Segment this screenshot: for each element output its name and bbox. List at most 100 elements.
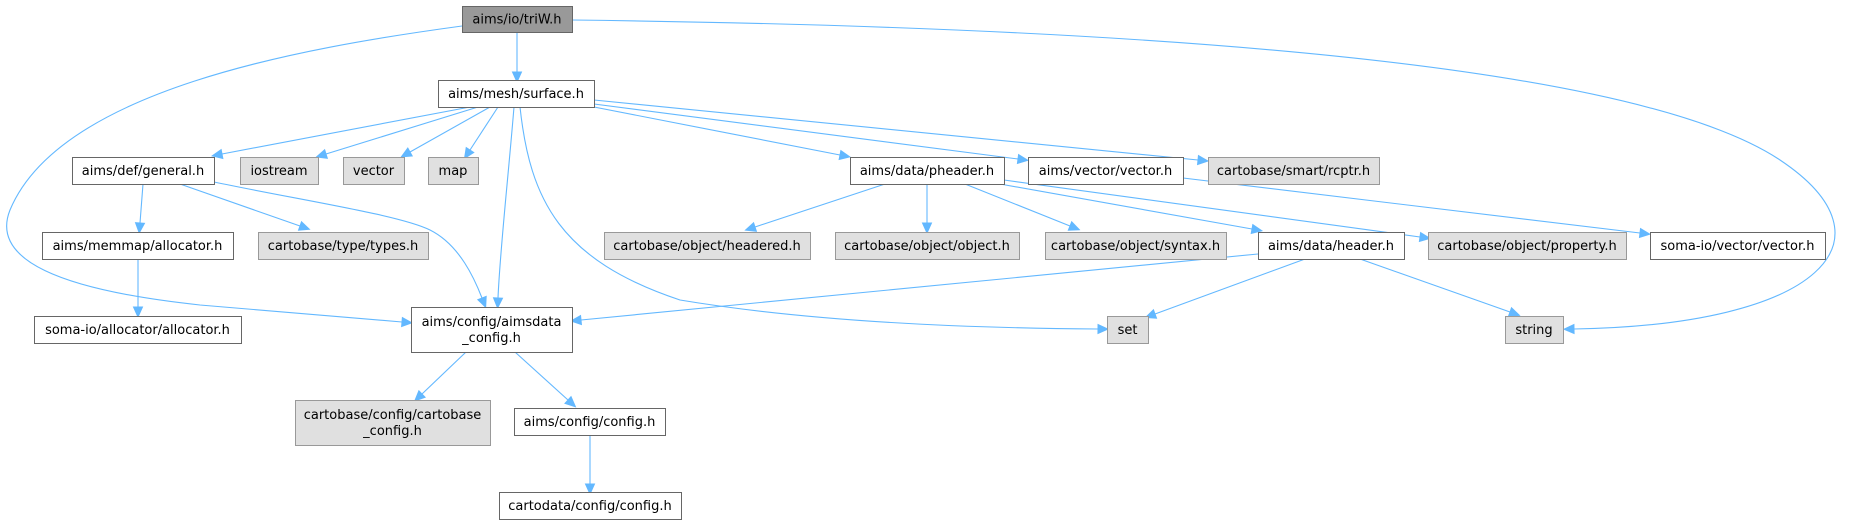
node-label: iostream — [250, 164, 307, 179]
node-aims-config[interactable]: aims/config/config.h — [514, 408, 666, 436]
node-label: aims/config/config.h — [524, 415, 656, 430]
arrowhead-icon — [1250, 223, 1264, 235]
edge-pheader-to-header — [999, 183, 1264, 235]
edge-pheader-to-object — [921, 184, 933, 235]
edge-line — [1359, 258, 1511, 313]
node-box — [499, 492, 682, 520]
node-rcptr[interactable]: cartobase/smart/rcptr.h — [1208, 157, 1380, 185]
node-map[interactable]: map — [428, 157, 479, 185]
node-iostream[interactable]: iostream — [240, 157, 319, 185]
node-label: map — [439, 164, 468, 179]
node-string[interactable]: string — [1505, 316, 1564, 344]
nodes-layer: aims/io/triW.h aims/mesh/surface.h aims/de… — [34, 6, 1826, 520]
arrowhead-icon — [744, 221, 758, 232]
node-box — [1107, 316, 1149, 344]
edge-aimsdata_config-to-cartobase_config — [413, 351, 467, 402]
node-aimsdata-config[interactable]: aims/config/aimsdata_config.h — [411, 307, 573, 353]
arrowhead-icon — [297, 220, 311, 231]
edge-line — [139, 183, 144, 224]
node-triW[interactable]: aims/io/triW.h — [462, 6, 573, 33]
node-set[interactable]: set — [1107, 316, 1149, 344]
node-label: aims/vector/vector.h — [1039, 164, 1172, 179]
arrowhead-icon — [413, 389, 427, 402]
node-label: vector — [353, 164, 395, 179]
edge-triW-to-aimsdata_config — [6, 25, 463, 328]
edge-triW-to-surface — [511, 32, 523, 84]
node-syntax[interactable]: cartobase/object/syntax.h — [1045, 232, 1227, 260]
node-cartodata-config[interactable]: cartodata/config/config.h — [499, 492, 682, 520]
node-box — [295, 400, 491, 446]
node-box — [343, 157, 405, 185]
node-label: cartodata/config/config.h — [508, 499, 671, 514]
edge-line — [221, 106, 471, 155]
edge-line — [519, 106, 1099, 330]
node-soma-alloc[interactable]: soma-io/allocator/allocator.h — [34, 316, 242, 344]
node-headered[interactable]: cartobase/object/headered.h — [604, 232, 811, 260]
node-vector-std[interactable]: vector — [343, 157, 405, 185]
node-label: string — [1515, 323, 1552, 338]
node-box — [1505, 316, 1564, 344]
edge-line — [497, 106, 515, 299]
node-box — [42, 232, 234, 260]
node-general[interactable]: aims/def/general.h — [72, 157, 215, 185]
node-memmap-alloc[interactable]: aims/memmap/allocator.h — [42, 232, 234, 260]
node-aims-vector[interactable]: aims/vector/vector.h — [1028, 157, 1184, 185]
edge-line — [325, 106, 479, 155]
node-object[interactable]: cartobase/object/object.h — [835, 232, 1020, 260]
edge-aims_config-to-cartodata_config — [584, 435, 596, 496]
node-box — [34, 316, 242, 344]
node-soma-vector[interactable]: soma-io/vector/vector.h — [1650, 232, 1826, 260]
edge-surface-to-aims_vector — [593, 103, 1030, 165]
edge-pheader-to-headered — [744, 183, 886, 232]
node-surface[interactable]: aims/mesh/surface.h — [438, 80, 595, 108]
edge-header-to-aimsdata_config — [569, 253, 1259, 326]
node-box — [1045, 232, 1227, 260]
edge-line — [571, 19, 1836, 330]
arrowhead-icon — [1418, 231, 1432, 243]
edge-general-to-aimsdata_config — [213, 181, 487, 309]
edge-surface-to-aimsdata_config — [492, 106, 515, 310]
edge-line — [469, 106, 499, 151]
node-property[interactable]: cartobase/object/property.h — [1428, 232, 1627, 260]
node-box — [462, 6, 573, 33]
edge-line — [964, 183, 1071, 227]
arrowhead-icon — [921, 222, 933, 235]
edge-header-to-string — [1359, 258, 1521, 317]
edge-line — [754, 183, 886, 228]
edge-surface-to-set — [519, 106, 1110, 335]
node-box — [1208, 157, 1380, 185]
node-box — [240, 157, 319, 185]
node-box — [438, 80, 595, 108]
arrowhead-icon — [134, 222, 146, 235]
edge-surface-to-rcptr — [593, 99, 1210, 166]
node-pheader[interactable]: aims/data/pheader.h — [850, 157, 1005, 185]
arrowhead-icon — [1067, 220, 1081, 231]
node-header[interactable]: aims/data/header.h — [1258, 232, 1405, 260]
edge-line — [580, 253, 1259, 321]
arrowhead-icon — [1562, 323, 1575, 335]
node-box — [604, 232, 811, 260]
node-label: _config.h — [362, 424, 422, 439]
node-box — [258, 232, 429, 260]
arrowhead-icon — [1097, 323, 1110, 335]
edge-header-to-set — [1144, 258, 1306, 319]
node-box — [72, 157, 215, 185]
arrowhead-icon — [1638, 227, 1652, 239]
edge-line — [421, 351, 467, 395]
edge-line — [409, 106, 491, 153]
arrowhead-icon — [1016, 153, 1030, 165]
edge-line — [514, 351, 569, 401]
node-label: cartobase/object/object.h — [844, 239, 1010, 254]
arrowhead-icon — [569, 314, 583, 326]
node-box — [514, 408, 666, 436]
edge-general-to-memmap_alloc — [134, 183, 146, 235]
node-box — [835, 232, 1020, 260]
edge-surface-to-general — [210, 106, 471, 160]
node-cartobase-config[interactable]: cartobase/config/cartobase_config.h — [295, 400, 491, 446]
arrowhead-icon — [564, 395, 577, 408]
node-label: cartobase/type/types.h — [268, 239, 418, 254]
arrowhead-icon — [401, 316, 414, 328]
node-label: aims/config/aimsdata — [422, 315, 562, 330]
node-types[interactable]: cartobase/type/types.h — [258, 232, 429, 260]
edge-memmap_alloc-to-soma_alloc — [132, 259, 144, 319]
